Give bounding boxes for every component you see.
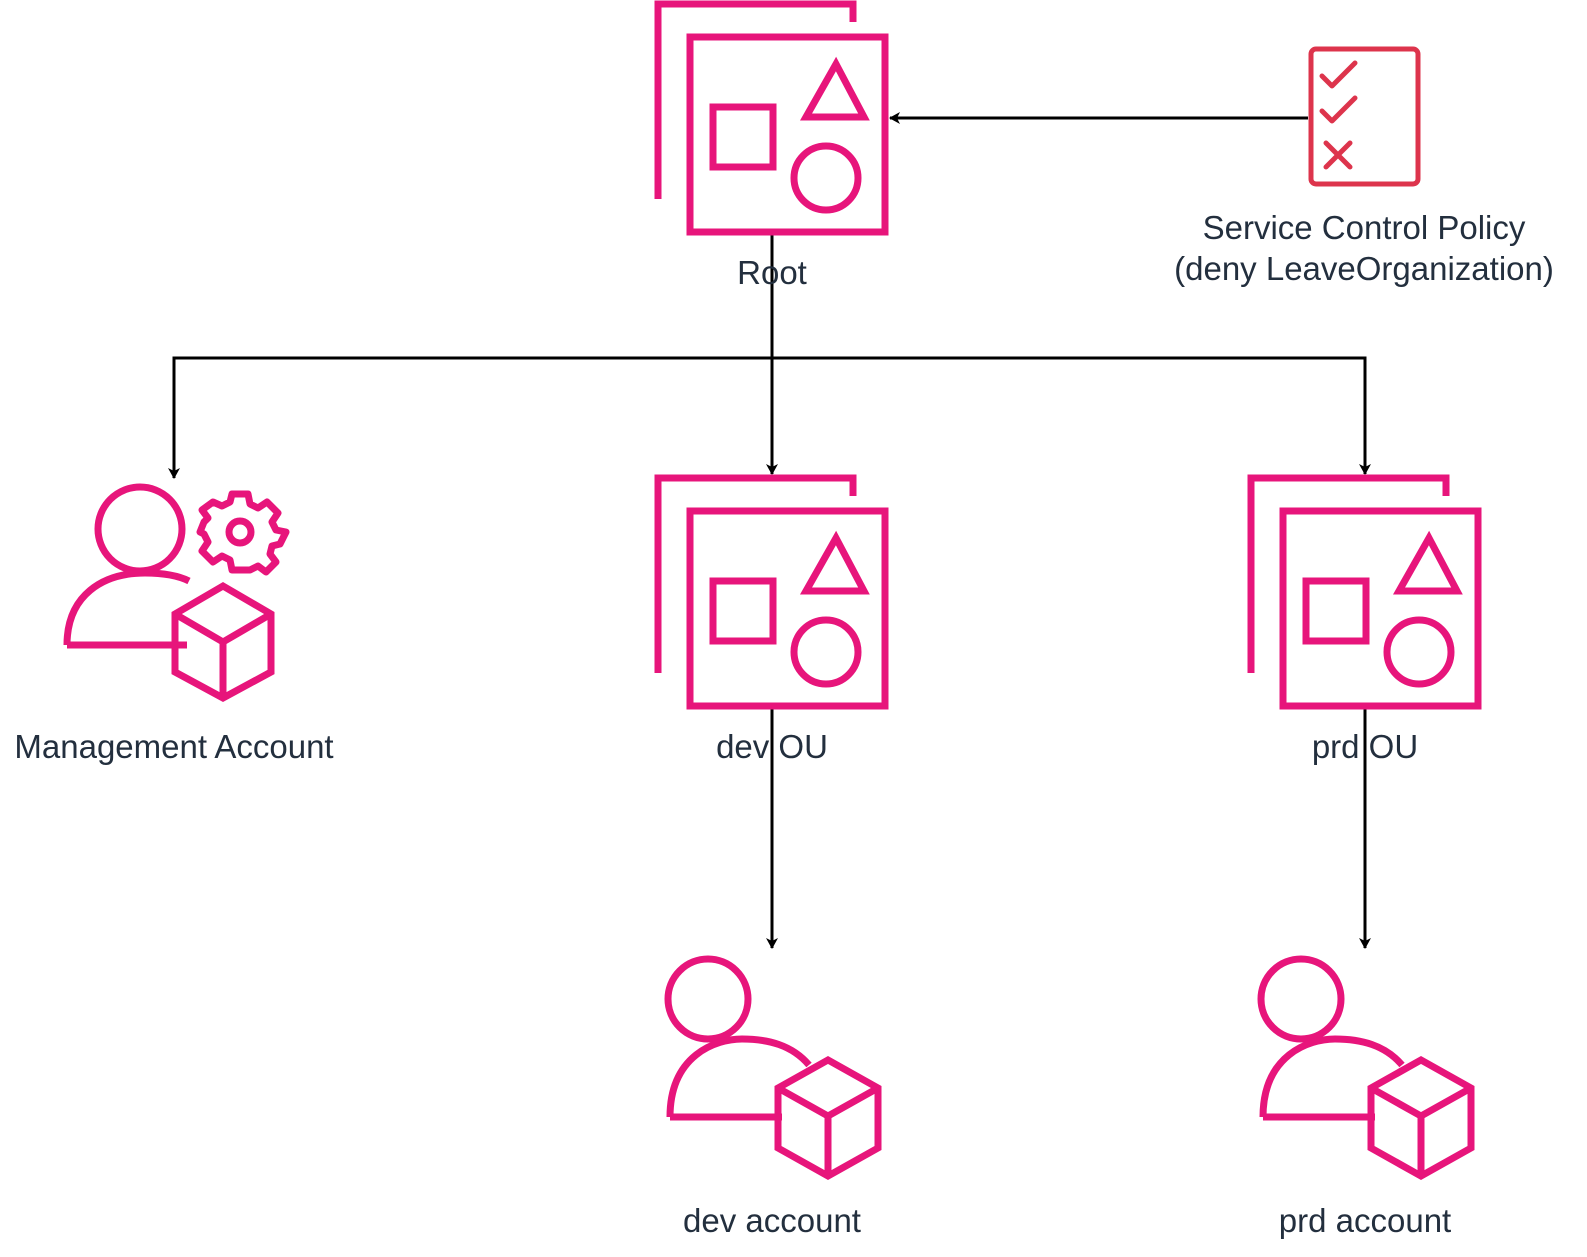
dev-account-label: dev account: [683, 1202, 861, 1239]
root-label: Root: [737, 254, 807, 291]
connectors: [168, 112, 1371, 949]
cube-icon: [171, 581, 275, 702]
prd-account-icon[interactable]: [1261, 959, 1471, 1176]
root-organization-unit-icon[interactable]: [658, 4, 885, 232]
dev-ou-label: dev OU: [716, 728, 828, 765]
management-account-label: Management Account: [14, 728, 334, 765]
scp-label-line-1: Service Control Policy: [1202, 209, 1526, 246]
dev-account-icon[interactable]: [668, 959, 878, 1176]
prd-ou-organization-unit-icon[interactable]: [1251, 478, 1478, 706]
management-account-icon[interactable]: [63, 483, 290, 1131]
dev-ou-organization-unit-icon[interactable]: [658, 478, 885, 706]
scp-label: Service Control Policy (deny LeaveOrgani…: [1174, 207, 1554, 289]
edge-root-to-prd-ou: [772, 356, 1371, 475]
prd-account-label: prd account: [1278, 1202, 1452, 1239]
edge-root-to-management: [168, 356, 772, 479]
prd-ou-label: prd OU: [1311, 728, 1419, 765]
gear-icon: [196, 490, 290, 576]
policy-checklist-icon[interactable]: [1308, 46, 1421, 187]
scp-label-line-2: (deny LeaveOrganization): [1174, 250, 1554, 287]
